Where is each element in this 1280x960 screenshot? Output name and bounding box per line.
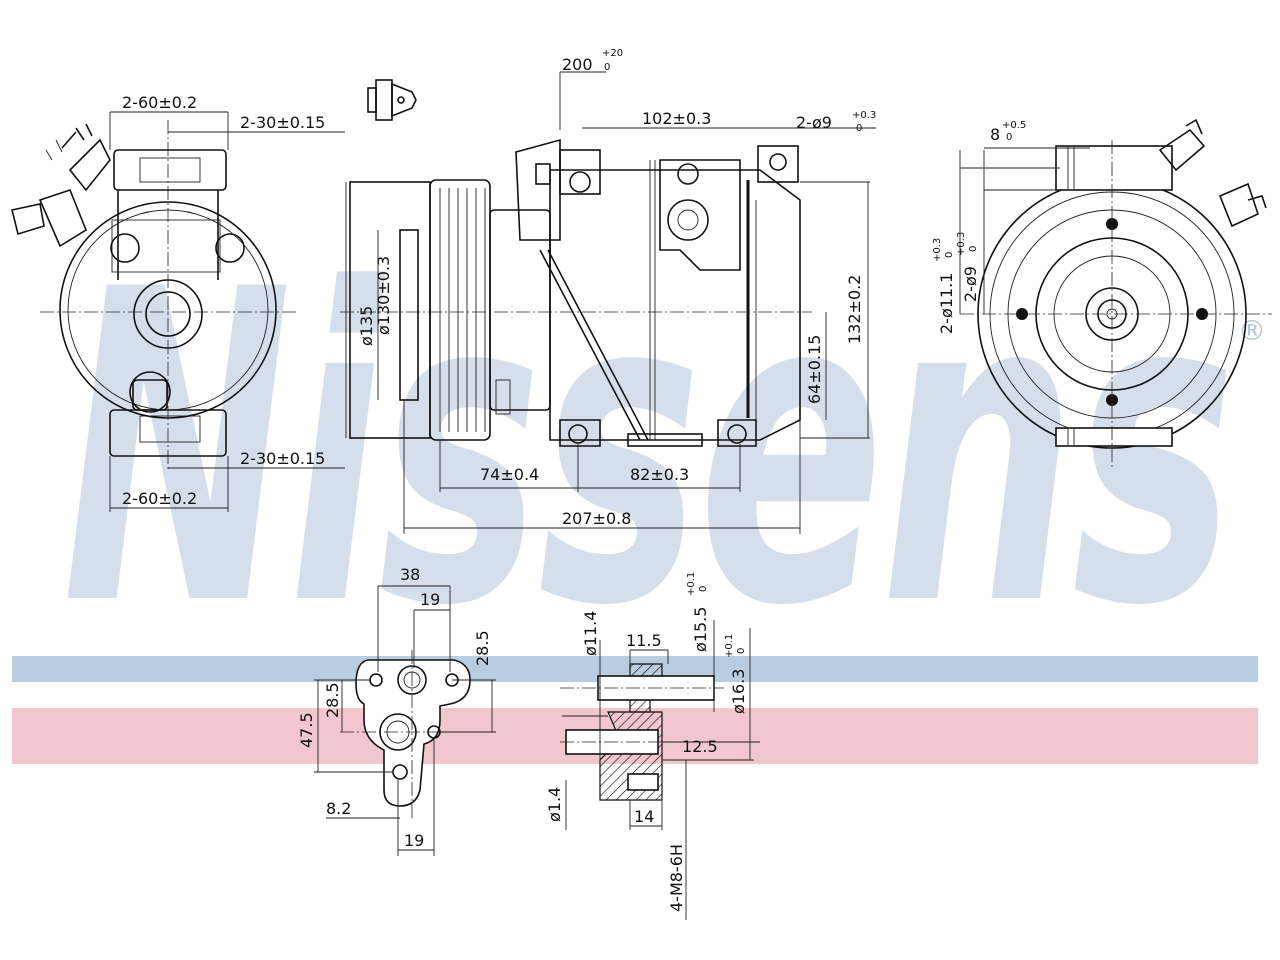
dim-hole-spacing: 82±0.3 [630, 465, 689, 484]
dim-8-2: 8.2 [326, 799, 351, 818]
dim-center-height: 64±0.15 [805, 335, 824, 404]
dim-height: 132±0.2 [845, 275, 864, 344]
svg-text:0: 0 [968, 246, 979, 252]
dim-rear-holes-inner: 2-ø9 +0.3 0 [956, 232, 980, 302]
registered-mark: ® [1238, 314, 1266, 347]
svg-text:+0.1: +0.1 [724, 634, 735, 658]
dim-pulley-diameter: ø135 [357, 306, 376, 346]
dim-19-top: 19 [420, 590, 440, 609]
dim-47-5: 47.5 [297, 712, 316, 748]
front-view: 2-60±0.2 2-30±0.15 2-30±0.15 2-60±0.2 [11, 93, 345, 512]
dim-14: 14 [634, 807, 654, 826]
dim-dia-1-4: ø1.4 [545, 787, 564, 822]
dim-mount-width-top: 2-60±0.2 [122, 93, 197, 112]
dim-dia-16-3: ø16.3 +0.1 0 [724, 634, 748, 714]
thread-spec: 4-M8-6H [667, 844, 686, 912]
dim-pulley-offset: 74±0.4 [480, 465, 539, 484]
dim-mount-width-bottom: 2-60±0.2 [122, 489, 197, 508]
svg-text:+20: +20 [602, 48, 623, 59]
svg-text:2-ø9: 2-ø9 [961, 266, 980, 302]
svg-text:ø16.3: ø16.3 [729, 669, 748, 714]
dim-28-5-left: 28.5 [323, 682, 342, 718]
dim-total-length: 207±0.8 [562, 509, 631, 528]
dim-hole-bottom: 2-30±0.15 [240, 449, 325, 468]
svg-text:2-ø11.1: 2-ø11.1 [937, 273, 956, 334]
svg-text:0: 0 [736, 648, 747, 654]
dim-28-5-right: 28.5 [473, 630, 492, 666]
svg-text:0: 0 [856, 123, 862, 134]
dim-mount-holes: 2-ø9 +0.3 0 [796, 110, 876, 134]
svg-text:+0.3: +0.3 [956, 232, 967, 256]
dim-rear-width: 8 +0.5 0 [990, 120, 1026, 144]
brand-watermark: Nissens [62, 200, 1232, 700]
svg-text:0: 0 [944, 252, 955, 258]
svg-text:0: 0 [698, 586, 709, 592]
dim-hole-top: 2-30±0.15 [240, 113, 325, 132]
svg-text:+0.3: +0.3 [932, 238, 943, 262]
svg-text:2-ø9: 2-ø9 [796, 113, 832, 132]
dim-19-bottom: 19 [404, 831, 424, 850]
svg-text:0: 0 [1006, 132, 1012, 143]
rear-view: 8 +0.5 0 2-ø11.1 +0.3 0 2-ø9 +0.3 0 [932, 118, 1272, 470]
dim-dia-15-5: ø15.5 +0.1 0 [686, 572, 710, 652]
electrical-connector-icon [367, 79, 417, 121]
dim-11-5: 11.5 [626, 631, 662, 650]
svg-text:+0.1: +0.1 [686, 572, 697, 596]
dim-mount-spacing: 102±0.3 [642, 109, 711, 128]
dim-rear-holes-outer: 2-ø11.1 +0.3 0 [932, 238, 956, 334]
dim-12-5: 12.5 [682, 737, 718, 756]
flange-detail: 38 19 28.5 28.5 47.5 8.2 19 [297, 565, 496, 856]
svg-text:0: 0 [604, 62, 610, 73]
svg-text:+0.5: +0.5 [1002, 120, 1026, 131]
side-view: 200 +20 0 102±0.3 2-ø9 +0.3 0 ø135 ø130±… [340, 48, 876, 534]
svg-text:200: 200 [562, 55, 593, 74]
dim-dia-11-4: ø11.4 [581, 611, 600, 656]
dim-body-diameter: ø130±0.3 [374, 256, 393, 335]
svg-text:8: 8 [990, 125, 1000, 144]
svg-text:+0.3: +0.3 [852, 110, 876, 121]
dim-38: 38 [400, 565, 420, 584]
svg-text:ø15.5: ø15.5 [691, 607, 710, 652]
dim-connector-length: 200 +20 0 [562, 48, 623, 74]
section-detail: ø11.4 11.5 ø15.5 +0.1 0 ø16.3 +0.1 0 12.… [545, 572, 760, 920]
